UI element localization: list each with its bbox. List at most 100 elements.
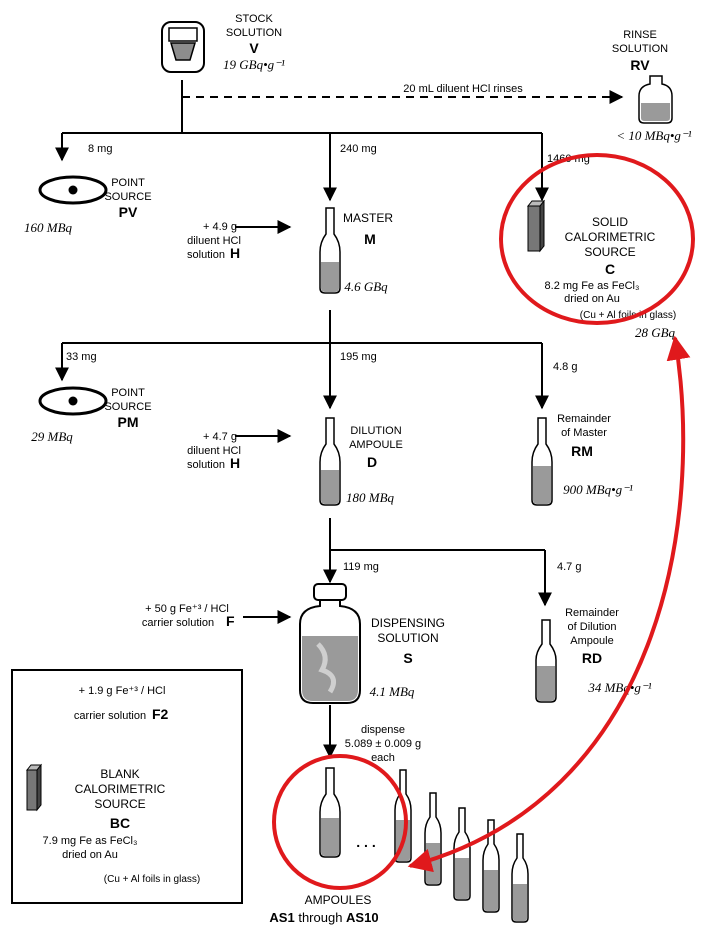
blank-title-1: BLANK xyxy=(100,767,139,781)
ampoules-highlight-circle xyxy=(272,754,408,890)
master-ampoule-icon xyxy=(319,207,341,294)
dilution-label-1: DILUTION xyxy=(350,425,401,437)
dispensing-label-1: DISPENSING xyxy=(371,616,445,630)
stock-activity: 19 GBq•g⁻¹ xyxy=(223,57,285,72)
master-name: MASTER xyxy=(343,211,393,225)
rm-ampoule-icon xyxy=(531,417,553,506)
dilution-mass: 195 mg xyxy=(340,351,377,363)
comparison-arrow xyxy=(407,335,691,873)
rinse-arrow-label: 20 mL diluent HCl rinses xyxy=(403,83,523,95)
calor-note: (Cu + Al foils in glass) xyxy=(580,310,676,321)
dilution-add-1: + 4.7 g xyxy=(203,431,237,443)
rinse-activity: < 10 MBq•g⁻¹ xyxy=(616,128,691,143)
rm-label-2: of Master xyxy=(561,427,607,439)
carrier-add-2: carrier solution xyxy=(142,617,214,629)
master-add-3: solution xyxy=(187,249,225,261)
rd-ampoule-icon xyxy=(535,619,557,703)
blank-desc-2: dried on Au xyxy=(62,849,118,861)
calor-desc-1: 8.2 mg Fe as FeCl₃ xyxy=(545,280,640,292)
blank-add-2: carrier solution xyxy=(74,710,146,722)
rm-activity: 900 MBq•g⁻¹ xyxy=(563,482,633,497)
rd-label-1: Remainder xyxy=(565,607,619,619)
stock-solution-icon xyxy=(161,21,205,73)
point-source-pv-icon xyxy=(38,175,108,205)
ampoules-to: AS10 xyxy=(346,910,379,925)
dispensing-label-2: SOLUTION xyxy=(377,631,438,645)
ampoule-ellipsis: . . . xyxy=(356,834,375,850)
dilution-add-id: H xyxy=(230,455,240,471)
blank-source-icon xyxy=(25,763,43,812)
calor-activity: 28 GBq xyxy=(635,325,676,340)
pm-mass: 33 mg xyxy=(66,351,97,363)
pv-mass: 8 mg xyxy=(88,143,112,155)
pm-label-1: POINT xyxy=(111,387,145,399)
ampoules-from: AS1 xyxy=(269,910,294,925)
dilution-id: D xyxy=(367,454,377,470)
rm-id: RM xyxy=(571,443,593,459)
ampoules-through: through xyxy=(295,910,346,925)
blank-title-3: SOURCE xyxy=(94,797,145,811)
calorimetric-source-icon xyxy=(526,199,546,253)
blank-desc-1: 7.9 mg Fe as FeCl₃ xyxy=(43,835,138,847)
calor-desc-2: dried on Au xyxy=(564,293,620,305)
rd-label-2: of Dilution xyxy=(568,621,617,633)
stock-id: V xyxy=(249,40,259,56)
dispensing-id: S xyxy=(403,650,412,666)
rinse-bottle-icon xyxy=(638,75,673,124)
carrier-add-1: + 50 g Fe⁺³ / HCl xyxy=(145,603,229,615)
rd-mass: 4.7 g xyxy=(557,561,581,573)
ampoule-stack-icons xyxy=(394,769,529,923)
master-add-2: diluent HCl xyxy=(187,235,241,247)
dispensing-mass: 119 mg xyxy=(343,561,379,573)
ampoule-as1-icon xyxy=(319,767,341,858)
calor-label-3: SOURCE xyxy=(584,245,635,259)
pv-id: PV xyxy=(119,204,138,220)
point-source-pm-icon xyxy=(38,386,108,416)
ampoules-title: AMPOULES xyxy=(305,893,372,907)
pm-id: PM xyxy=(118,414,139,430)
rm-mass: 4.8 g xyxy=(553,361,577,373)
ampoules-range: AS1 through AS10 xyxy=(269,910,378,925)
master-add-1: + 4.9 g xyxy=(203,221,237,233)
calor-label-1: SOLID xyxy=(592,215,628,229)
dispense-label-2: 5.089 ± 0.009 g xyxy=(345,738,421,750)
dilution-add-2: diluent HCl xyxy=(187,445,241,457)
master-id: M xyxy=(364,231,376,247)
pm-activity: 29 MBq xyxy=(31,429,73,444)
stock-label-1: STOCK xyxy=(235,13,273,25)
pm-label-2: SOURCE xyxy=(104,401,151,413)
calor-label-2: CALORIMETRIC xyxy=(565,230,656,244)
pv-activity: 160 MBq xyxy=(24,220,73,235)
dilution-add-3: solution xyxy=(187,459,225,471)
blank-title-2: CALORIMETRIC xyxy=(75,782,166,796)
dispensing-bottle-icon xyxy=(299,583,361,704)
carrier-add-id: F xyxy=(226,613,235,629)
dilution-ampoule-icon xyxy=(319,417,341,506)
blank-add-1: + 1.9 g Fe⁺³ / HCl xyxy=(79,685,166,697)
blank-note: (Cu + Al foils in glass) xyxy=(104,874,200,885)
stock-label-2: SOLUTION xyxy=(226,27,282,39)
rd-activity: 34 MBq•g⁻¹ xyxy=(587,680,651,695)
blank-source-box xyxy=(11,669,243,904)
calor-id: C xyxy=(605,261,615,277)
master-mass: 240 mg xyxy=(340,143,377,155)
blank-id: BC xyxy=(110,815,130,831)
rd-id: RD xyxy=(582,650,602,666)
dilution-label-2: AMPOULE xyxy=(349,439,403,451)
dispense-label-3: each xyxy=(371,752,395,764)
rinse-label-1: RINSE xyxy=(623,29,657,41)
dispensing-activity: 4.1 MBq xyxy=(370,684,415,699)
dilution-activity: 180 MBq xyxy=(346,490,395,505)
calor-highlight-circle xyxy=(499,153,695,325)
blank-add-id: F2 xyxy=(152,706,169,722)
rinse-id: RV xyxy=(630,57,650,73)
pv-label-2: SOURCE xyxy=(104,191,151,203)
rinse-label-2: SOLUTION xyxy=(612,43,668,55)
dispense-label-1: dispense xyxy=(361,724,405,736)
master-activity: 4.6 GBq xyxy=(344,279,388,294)
rm-label-1: Remainder xyxy=(557,413,611,425)
master-add-id: H xyxy=(230,245,240,261)
pv-label-1: POINT xyxy=(111,177,145,189)
rd-label-3: Ampoule xyxy=(570,635,613,647)
